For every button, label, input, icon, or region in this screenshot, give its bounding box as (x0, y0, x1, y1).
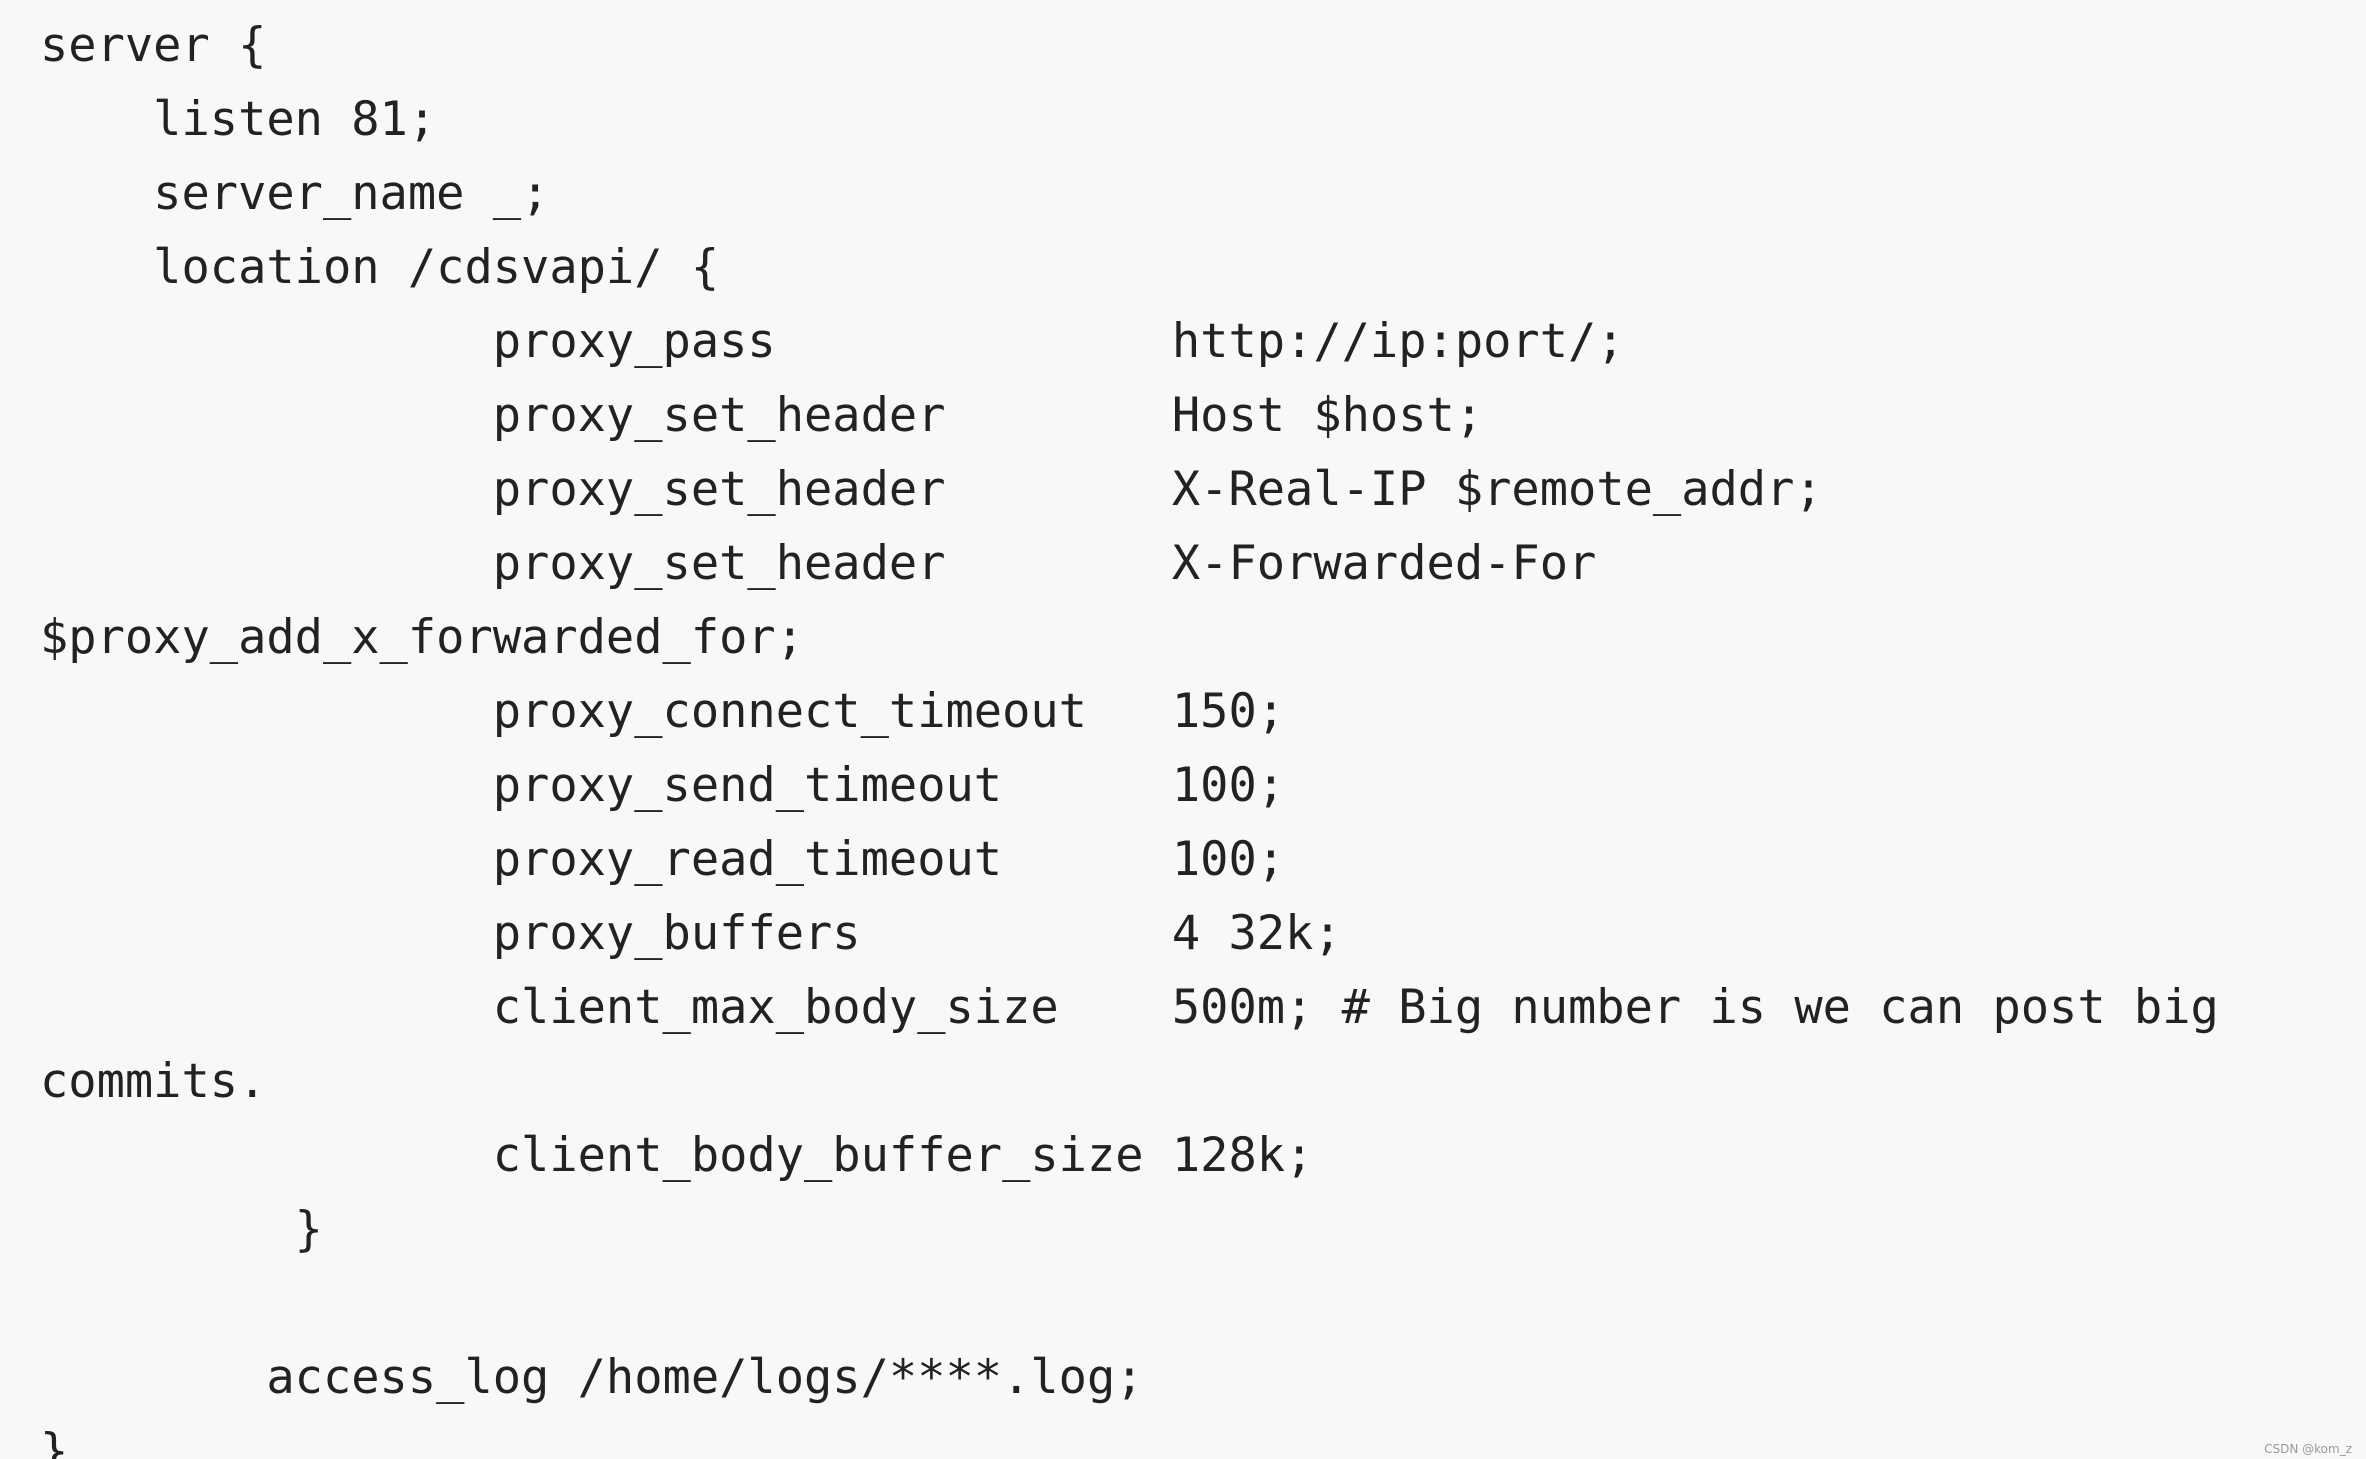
watermark: CSDN @kom_z (2264, 1442, 2352, 1456)
code-line-7: proxy_set_header X-Real-IP $remote_addr; (40, 462, 1823, 517)
code-line-15: commits. (40, 1054, 267, 1109)
code-line-5: proxy_pass http://ip:port/; (40, 314, 1625, 369)
code-line-13: proxy_buffers 4 32k; (40, 906, 1342, 961)
code-line-6: proxy_set_header Host $host; (40, 388, 1484, 443)
code-line-12: proxy_read_timeout 100; (40, 832, 1286, 887)
code-line-4: location /cdsvapi/ { (40, 240, 720, 295)
code-line-20: } (40, 1424, 69, 1459)
code-line-14: client_max_body_size 500m; # Big number … (40, 980, 2219, 1035)
code-line-10: proxy_connect_timeout 150; (40, 684, 1286, 739)
code-line-9: $proxy_add_x_forwarded_for; (40, 610, 805, 665)
code-line-1: server { (40, 18, 267, 73)
code-line-16: client_body_buffer_size 128k; (40, 1128, 1314, 1183)
code-line-2: listen 81; (40, 92, 437, 147)
code-line-8: proxy_set_header X-Forwarded-For (40, 536, 1597, 591)
code-line-19: access_log /home/logs/****.log; (40, 1350, 1144, 1405)
code-line-3: server_name _; (40, 166, 550, 221)
code-line-17: } (40, 1202, 323, 1257)
code-line-11: proxy_send_timeout 100; (40, 758, 1286, 813)
